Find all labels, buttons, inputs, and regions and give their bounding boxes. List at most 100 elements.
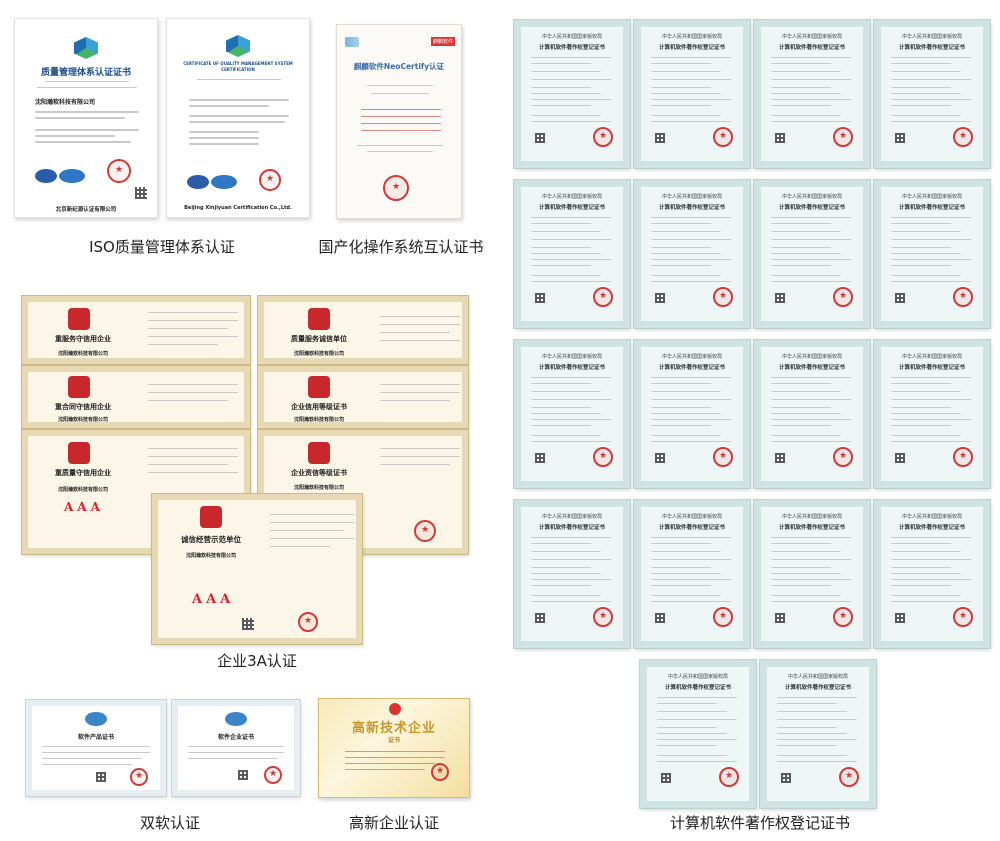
copyright-cert-issuer: 中华人民共和国国家版权局	[661, 514, 722, 520]
aaa-cert-company: 沈阳瀚软科技有限公司	[293, 417, 344, 423]
aaa-cert-company: 沈阳瀚软科技有限公司	[185, 553, 236, 559]
software-copyright-certificate[interactable]: 中华人民共和国国家版权局计算机软件著作权登记证书	[633, 339, 751, 489]
software-copyright-certificate[interactable]: 中华人民共和国国家版权局计算机软件著作权登记证书	[753, 339, 871, 489]
aaa-cert-company: 沈阳瀚软科技有限公司	[57, 487, 108, 493]
aaa-grade: AAA	[64, 500, 104, 514]
red-seal-icon	[953, 607, 973, 627]
copyright-cert-issuer: 中华人民共和国国家版权局	[541, 194, 602, 200]
copyright-cert-issuer: 中华人民共和国国家版权局	[781, 194, 842, 200]
software-copyright-certificate[interactable]: 中华人民共和国国家版权局计算机软件著作权登记证书	[633, 499, 751, 649]
qr-code-icon	[535, 133, 545, 143]
copyright-cert-title: 计算机软件著作权登记证书	[664, 685, 731, 691]
software-copyright-certificate[interactable]: 中华人民共和国国家版权局计算机软件著作权登记证书	[759, 659, 877, 809]
red-seal-icon	[264, 766, 282, 784]
qr-code-icon	[238, 770, 248, 780]
qr-code-icon	[655, 453, 665, 463]
copyright-cert-title: 计算机软件著作权登记证书	[658, 45, 725, 51]
iso-en-cert-title: CERTIFICATE OF QUALITY MANAGEMENT SYSTEM…	[183, 61, 293, 72]
copyright-cert-title: 计算机软件著作权登记证书	[538, 205, 605, 211]
caption-high-tech: 高新企业认证	[348, 814, 439, 832]
copyright-cert-title: 计算机软件著作权登记证书	[778, 365, 845, 371]
iaf-logo-icon	[187, 175, 209, 189]
aaa-cert-title: 诚信经营示范单位	[181, 535, 241, 544]
copyright-cert-issuer: 中华人民共和国国家版权局	[901, 514, 962, 520]
iaf-logo-icon	[35, 169, 57, 183]
aaa-cert-title: 重质量守信用企业	[55, 469, 111, 477]
software-enterprise-certificate[interactable]: 软件企业证书	[171, 699, 301, 797]
kylin-logo-left-icon	[345, 37, 359, 47]
iso-cert-issuer: 北京新纪源认证有限公司	[55, 207, 117, 213]
copyright-cert-issuer: 中华人民共和国国家版权局	[541, 354, 602, 360]
emblem-icon	[308, 376, 330, 398]
high-tech-certificate[interactable]: 高新技术企业 证书	[318, 698, 470, 798]
aaa-cert-company: 沈阳瀚软科技有限公司	[293, 351, 344, 357]
high-tech-sub: 证书	[387, 737, 400, 744]
copyright-cert-issuer: 中华人民共和国国家版权局	[667, 674, 728, 680]
aaa-cert-title: 企业信用等级证书	[291, 403, 347, 411]
software-product-certificate[interactable]: 软件产品证书	[25, 699, 167, 797]
qr-code-icon	[655, 293, 665, 303]
dual-cert-title: 软件企业证书	[217, 734, 254, 741]
iso-certificate-cn[interactable]: 质量管理体系认证证书 沈阳瀚软科技有限公司 北京新纪源认证有限公司	[14, 18, 158, 218]
qr-code-icon	[535, 293, 545, 303]
aaa-cert-title: 重服务守信用企业	[55, 335, 111, 343]
copyright-cert-issuer: 中华人民共和国国家版权局	[541, 514, 602, 520]
red-seal-icon	[383, 175, 409, 201]
aaa-certificate-4[interactable]: 企业信用等级证书 沈阳瀚软科技有限公司	[257, 365, 469, 429]
aaa-certificate-6[interactable]: 企业资信等级证书 沈阳瀚软科技有限公司	[257, 429, 469, 555]
qr-code-icon	[781, 773, 791, 783]
qr-code-icon	[775, 293, 785, 303]
software-copyright-certificate[interactable]: 中华人民共和国国家版权局计算机软件著作权登记证书	[873, 179, 991, 329]
qr-code-icon	[775, 133, 785, 143]
cnas-logo-icon	[211, 175, 237, 189]
software-copyright-certificate[interactable]: 中华人民共和国国家版权局计算机软件著作权登记证书	[639, 659, 757, 809]
csia-logo-icon	[85, 712, 107, 726]
copyright-cert-title: 计算机软件著作权登记证书	[898, 365, 965, 371]
software-copyright-certificate[interactable]: 中华人民共和国国家版权局计算机软件著作权登记证书	[753, 19, 871, 169]
software-copyright-certificate[interactable]: 中华人民共和国国家版权局计算机软件著作权登记证书	[513, 499, 631, 649]
aaa-certificate-3[interactable]: 重合同守信用企业 沈阳瀚软科技有限公司	[21, 365, 251, 429]
copyright-cert-title: 计算机软件著作权登记证书	[898, 45, 965, 51]
copyright-cert-title: 计算机软件著作权登记证书	[538, 525, 605, 531]
red-seal-icon	[713, 287, 733, 307]
software-copyright-certificate[interactable]: 中华人民共和国国家版权局计算机软件著作权登记证书	[873, 19, 991, 169]
qr-code-icon	[242, 618, 254, 630]
caption-neocertify: 国产化操作系统互认证书	[318, 238, 484, 256]
software-copyright-certificate[interactable]: 中华人民共和国国家版权局计算机软件著作权登记证书	[513, 339, 631, 489]
copyright-cert-title: 计算机软件著作权登记证书	[778, 525, 845, 531]
iso-cert-company: 沈阳瀚软科技有限公司	[35, 99, 96, 106]
aaa-certificate-7[interactable]: 诚信经营示范单位 沈阳瀚软科技有限公司 AAA	[151, 493, 363, 645]
qr-code-icon	[895, 453, 905, 463]
iso-cert-title: 质量管理体系认证证书	[40, 68, 131, 78]
red-seal-icon	[713, 607, 733, 627]
iso-certificate-en[interactable]: CERTIFICATE OF QUALITY MANAGEMENT SYSTEM…	[166, 18, 310, 218]
qr-code-icon	[661, 773, 671, 783]
software-copyright-certificate[interactable]: 中华人民共和国国家版权局计算机软件著作权登记证书	[633, 19, 751, 169]
software-copyright-certificate[interactable]: 中华人民共和国国家版权局计算机软件著作权登记证书	[633, 179, 751, 329]
caption-iso: ISO质量管理体系认证	[89, 238, 235, 256]
copyright-cert-title: 计算机软件著作权登记证书	[538, 45, 605, 51]
certification-logo-icon	[226, 35, 250, 57]
copyright-cert-issuer: 中华人民共和国国家版权局	[661, 354, 722, 360]
aaa-certificate-5[interactable]: 重质量守信用企业 沈阳瀚软科技有限公司 AAA	[21, 429, 251, 555]
software-copyright-certificate[interactable]: 中华人民共和国国家版权局计算机软件著作权登记证书	[513, 179, 631, 329]
qr-code-icon	[895, 293, 905, 303]
red-seal-icon	[593, 287, 613, 307]
neocertify-certificate[interactable]: 麒麟软件 麒麟软件NeoCertify认证	[336, 24, 462, 219]
software-copyright-certificate[interactable]: 中华人民共和国国家版权局计算机软件著作权登记证书	[753, 499, 871, 649]
red-seal-icon	[107, 159, 131, 183]
software-copyright-certificate[interactable]: 中华人民共和国国家版权局计算机软件著作权登记证书	[873, 339, 991, 489]
emblem-icon	[68, 442, 90, 464]
copyright-cert-title: 计算机软件著作权登记证书	[898, 205, 965, 211]
aaa-cert-title: 重合同守信用企业	[55, 403, 111, 411]
caption-aaa: 企业3A认证	[217, 652, 297, 670]
software-copyright-certificate[interactable]: 中华人民共和国国家版权局计算机软件著作权登记证书	[753, 179, 871, 329]
emblem-icon	[200, 506, 222, 528]
aaa-certificate-1[interactable]: 重服务守信用企业 沈阳瀚软科技有限公司	[21, 295, 251, 365]
software-copyright-certificate[interactable]: 中华人民共和国国家版权局计算机软件著作权登记证书	[513, 19, 631, 169]
copyright-cert-title: 计算机软件著作权登记证书	[538, 365, 605, 371]
aaa-certificate-2[interactable]: 质量服务诚信单位 沈阳瀚软科技有限公司	[257, 295, 469, 365]
red-seal-icon	[833, 287, 853, 307]
qr-code-icon	[775, 453, 785, 463]
software-copyright-certificate[interactable]: 中华人民共和国国家版权局计算机软件著作权登记证书	[873, 499, 991, 649]
